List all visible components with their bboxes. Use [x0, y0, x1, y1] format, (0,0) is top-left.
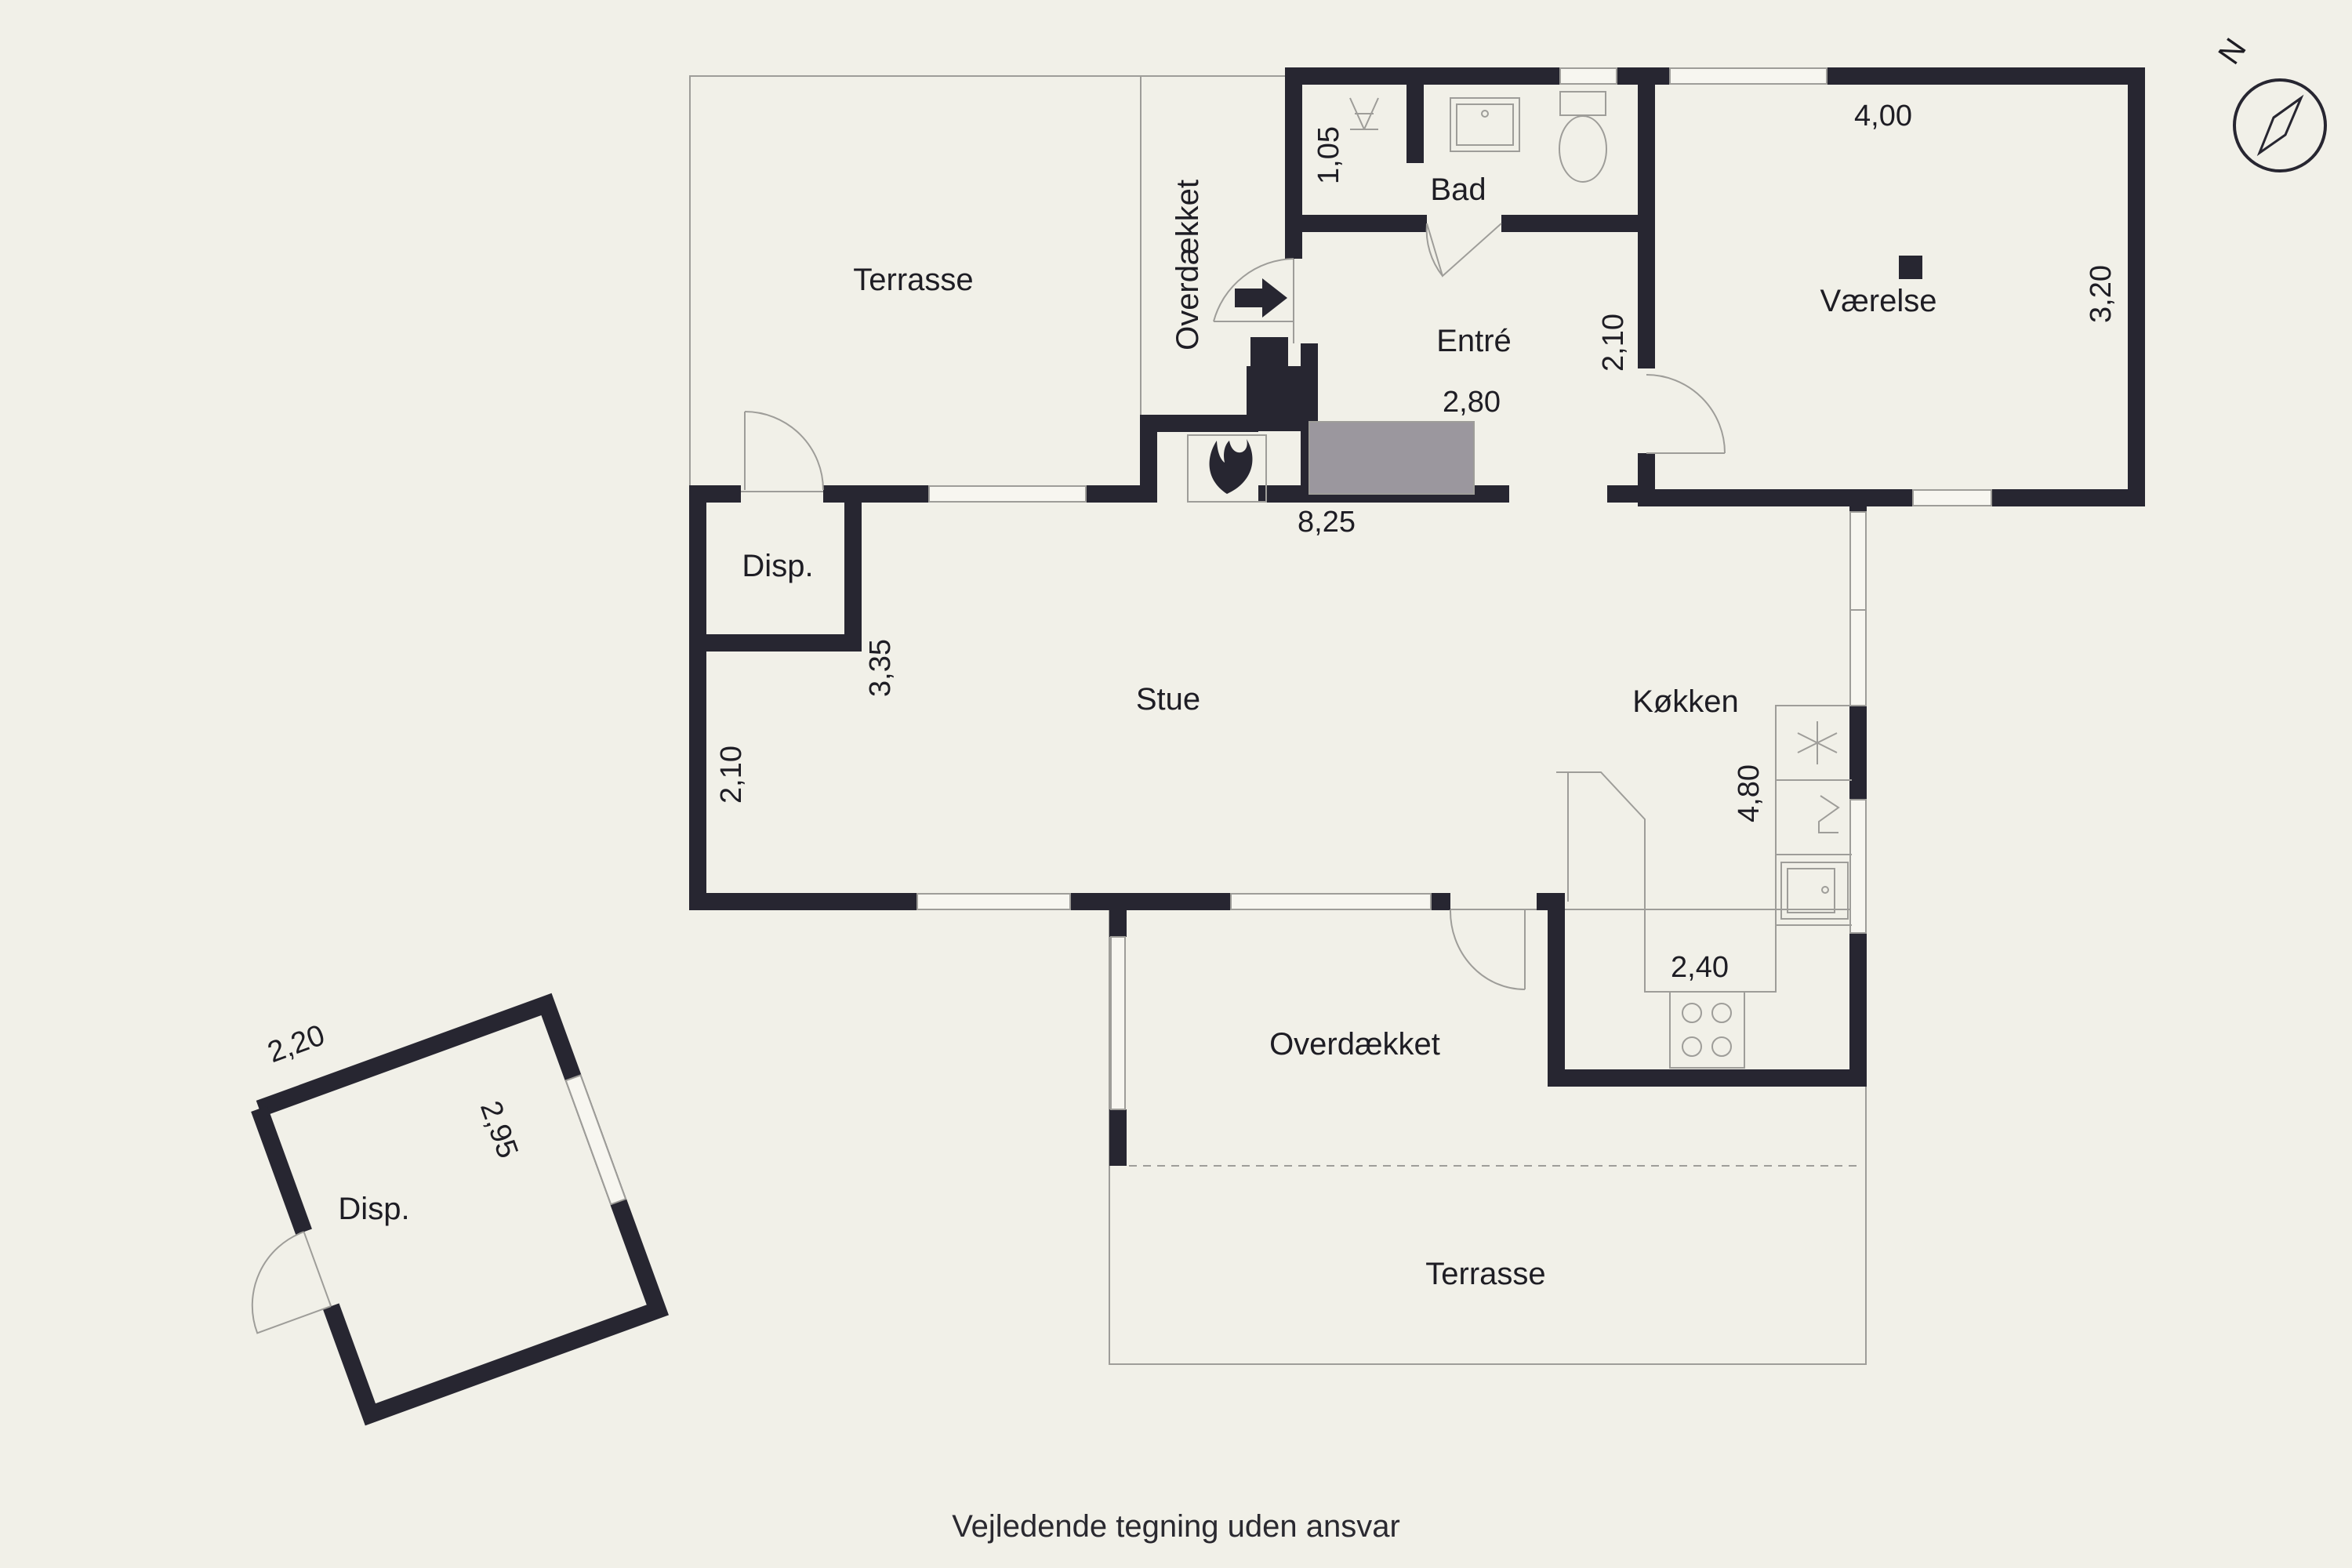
dim-kokken-height: 4,80 [1733, 764, 1766, 822]
dim-total-width: 8,25 [1298, 506, 1356, 539]
dim-vaerelse-height: 3,20 [2085, 265, 2118, 323]
dim-shed-width: 2,20 [263, 1018, 329, 1069]
label-overdaekket-bottom: Overdækket [1269, 1027, 1440, 1062]
dim-kokken-width: 2,40 [1671, 951, 1729, 984]
compass-needle-icon [2256, 94, 2304, 157]
label-disp-small: Disp. [742, 549, 813, 583]
label-overdaekket-top: Overdækket [1171, 180, 1205, 350]
toilet-icon [1559, 91, 1607, 183]
label-kokken: Køkken [1632, 684, 1739, 719]
compass-north-label: N [2212, 32, 2253, 71]
compass: N [2212, 32, 2327, 172]
entrance-arrow-icon [1235, 278, 1287, 318]
dishwasher-icon [1818, 795, 1840, 833]
windows [916, 67, 1992, 1110]
label-disp-shed: Disp. [338, 1192, 409, 1226]
dim-entre-height: 2,10 [1597, 314, 1630, 372]
fireplace-icon [1209, 439, 1253, 494]
shower-icon [1349, 97, 1379, 130]
cooktop-icon [1682, 1003, 1732, 1057]
sink-icon [1450, 97, 1520, 152]
label-terrasse-s: Terrasse [1425, 1257, 1545, 1291]
label-stue: Stue [1136, 682, 1200, 717]
label-vaerelse: Værelse [1820, 284, 1937, 318]
house-walls [689, 67, 2145, 1166]
label-bad: Bad [1430, 172, 1486, 207]
doors [744, 223, 1726, 990]
dim-stue-height: 3,35 [864, 639, 897, 697]
kitchen-sink-icon [1780, 862, 1849, 920]
dim-vaerelse-width: 4,00 [1854, 100, 1912, 132]
dim-entre-width: 2,80 [1443, 386, 1501, 419]
shed [251, 993, 670, 1426]
dim-bad-height: 1,05 [1312, 126, 1345, 184]
disclaimer-caption: Vejledende tegning uden ansvar [952, 1509, 1400, 1544]
fixtures [1187, 91, 1922, 1069]
stove-marker-icon [1899, 256, 1922, 279]
dim-stue-lower: 2,10 [715, 746, 748, 804]
fridge-icon [1797, 721, 1838, 764]
dim-shed-depth: 2,95 [474, 1097, 524, 1163]
label-terrasse-nw: Terrasse [853, 263, 973, 297]
room-labels: Terrasse Overdækket Bad Entré Værelse Di… [338, 172, 1936, 1291]
label-entre: Entré [1436, 324, 1512, 358]
